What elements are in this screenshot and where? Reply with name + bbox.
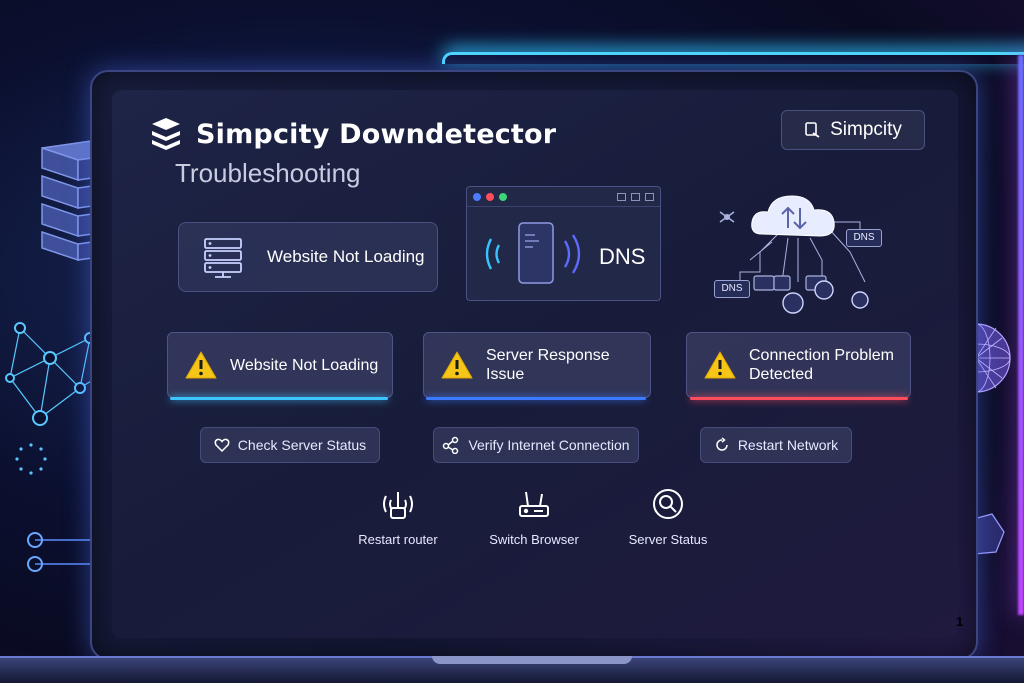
alert-connection-problem[interactable]: Connection Problem Detected <box>686 332 911 398</box>
restart-network-button[interactable]: Restart Network <box>700 427 852 463</box>
heart-icon <box>214 438 230 453</box>
website-status-card[interactable]: Website Not Loading <box>178 222 438 292</box>
alert-label: Connection Problem Detected <box>749 347 894 383</box>
alert-underline-blue <box>426 397 646 400</box>
window-dot-green <box>499 192 507 201</box>
maximize-icon[interactable] <box>631 192 640 201</box>
cloud-network-graph <box>719 195 869 314</box>
dns-node-right: DNS <box>846 229 882 247</box>
server-status-tool[interactable]: Server Status <box>608 484 728 547</box>
alert-underline-cyan <box>170 397 388 400</box>
check-server-status-button[interactable]: Check Server Status <box>200 427 380 463</box>
restart-router-tool[interactable]: Restart router <box>338 484 458 547</box>
purple-glow-edge <box>1018 55 1024 615</box>
restart-network-label: Restart Network <box>737 437 839 453</box>
alert-underline-red <box>690 397 908 400</box>
phone-signal-icon <box>485 222 581 284</box>
page-number: 1 <box>956 614 964 629</box>
loading-dots-icon <box>15 443 47 475</box>
network-graph-illustration-left <box>5 322 123 426</box>
verify-internet-connection-label: Verify Internet Connection <box>468 437 630 453</box>
warning-icon <box>704 351 736 379</box>
verify-internet-connection-button[interactable]: Verify Internet Connection <box>433 427 639 463</box>
header: Simpcity Downdetector <box>148 116 556 152</box>
alert-label: Website Not Loading <box>230 356 379 374</box>
switch-browser-label: Switch Browser <box>489 532 579 547</box>
router-icon <box>383 492 413 519</box>
dns-node-left: DNS <box>714 280 750 298</box>
laptop-notch <box>432 656 632 664</box>
cyan-glow-frame <box>442 52 1024 64</box>
server-status-label: Server Status <box>628 532 708 547</box>
window-dot-blue <box>473 192 481 201</box>
browser-switch-icon <box>519 491 549 517</box>
page-title: Simpcity Downdetector <box>196 118 557 150</box>
server-status-icon <box>653 489 683 519</box>
stack-logo-icon <box>152 118 180 150</box>
page-subtitle: Troubleshooting <box>175 158 361 188</box>
simpcity-button-label: Simpcity <box>830 119 902 140</box>
check-server-status-label: Check Server Status <box>237 437 367 453</box>
restart-icon <box>716 437 728 451</box>
warning-icon <box>185 351 217 379</box>
dns-label: DNS <box>599 244 646 269</box>
alert-website-not-loading[interactable]: Website Not Loading <box>167 332 393 398</box>
alert-server-response-issue[interactable]: Server Response Issue <box>423 332 651 398</box>
server-monitor-icon <box>204 238 242 278</box>
minimize-icon[interactable] <box>617 192 626 201</box>
network-diagram: DNS DNS <box>710 182 900 314</box>
window-dot-red <box>486 192 494 201</box>
dns-window-titlebar <box>467 187 660 207</box>
restart-router-label: Restart router <box>358 532 438 547</box>
website-status-label: Website Not Loading <box>267 247 425 266</box>
simpcity-button[interactable]: Simpcity <box>781 110 925 150</box>
dns-window: DNS <box>466 186 661 301</box>
search-doc-icon <box>805 122 820 138</box>
share-nodes-icon <box>443 436 459 454</box>
switch-browser-tool[interactable]: Switch Browser <box>474 484 594 547</box>
alert-label: Server Response Issue <box>486 347 610 383</box>
warning-icon <box>441 351 473 379</box>
close-icon[interactable] <box>645 192 654 201</box>
